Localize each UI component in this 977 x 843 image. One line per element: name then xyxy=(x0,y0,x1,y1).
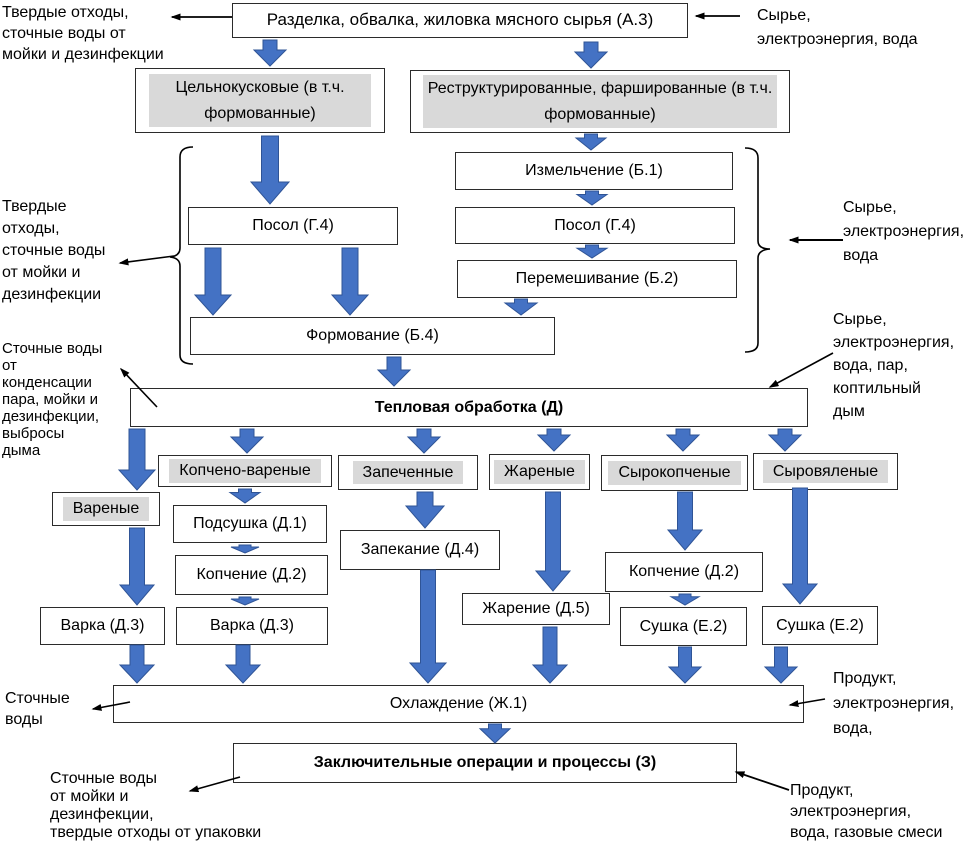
node-teplovaya: Тепловая обработка (Д) xyxy=(130,388,808,427)
node-posol-left-label: Посол (Г.4) xyxy=(252,217,334,235)
node-varka-1-label: Варка (Д.3) xyxy=(60,617,145,635)
node-razdelka: Разделка, обвалка, жиловка мясного сырья… xyxy=(232,3,688,38)
node-sushka-1-label: Сушка (Е.2) xyxy=(639,617,728,635)
node-izmelchenie: Измельчение (Б.1) xyxy=(455,152,733,190)
node-varka-2: Варка (Д.3) xyxy=(176,607,328,645)
node-sushka-1: Сушка (Е.2) xyxy=(620,607,747,646)
node-peremeshivanie: Перемешивание (Б.2) xyxy=(457,260,737,298)
node-varka-1: Варка (Д.3) xyxy=(40,607,165,645)
node-kopchenie-2: Копчение (Д.2) xyxy=(605,552,763,592)
annotation-cool-left-waste: Сточные воды xyxy=(5,690,70,728)
node-zharenye: Жареные xyxy=(489,454,590,490)
node-zharenye-label: Жареные xyxy=(494,460,585,484)
node-zapekanie: Запекание (Д.4) xyxy=(340,530,500,570)
node-varenye-label: Вареные xyxy=(62,497,150,521)
node-restrukturirovannye: Реструктурированные, фаршированные (в т.… xyxy=(410,70,790,133)
node-zharenie: Жарение (Д.5) xyxy=(462,593,610,625)
node-kopchenie-2-label: Копчение (Д.2) xyxy=(628,563,740,581)
node-razdelka-label: Разделка, обвалка, жиловка мясного сырья… xyxy=(266,10,654,30)
node-celnokuskovye: Цельнокусковые (в т.ч. формованные) xyxy=(135,68,385,133)
node-ohlazhdenie: Охлаждение (Ж.1) xyxy=(113,685,804,723)
node-zaklyuchitelnye: Заключительные операции и процессы (З) xyxy=(233,743,737,783)
node-kopchenie-1: Копчение (Д.2) xyxy=(175,555,328,595)
node-kopcheno-varenye-label: Копчено-вареные xyxy=(169,459,321,483)
node-kopcheno-varenye: Копчено-вареные xyxy=(158,455,332,487)
node-ohlazhdenie-label: Охлаждение (Ж.1) xyxy=(389,695,528,713)
node-peremeshivanie-label: Перемешивание (Б.2) xyxy=(515,270,679,288)
node-syrokopchenye: Сырокопченые xyxy=(601,455,748,491)
node-celnokuskovye-label: Цельнокусковые (в т.ч. формованные) xyxy=(149,73,371,128)
node-zapekanie-label: Запекание (Д.4) xyxy=(360,541,480,559)
node-sushka-2: Сушка (Е.2) xyxy=(762,606,878,645)
node-posol-left: Посол (Г.4) xyxy=(188,207,398,245)
node-zharenie-label: Жарение (Д.5) xyxy=(482,600,590,618)
node-podsushka-label: Подсушка (Д.1) xyxy=(193,515,307,533)
annotation-cool-right-input: Продукт, электроэнергия, вода, xyxy=(833,670,955,737)
node-posol-right-label: Посол (Г.4) xyxy=(554,216,636,234)
annotation-final-left-waste: Сточные воды от мойки и дезинфекции, тве… xyxy=(50,770,262,841)
node-syrokopchenye-label: Сырокопченые xyxy=(608,461,741,485)
node-formovanie: Формование (Б.4) xyxy=(190,317,555,355)
node-podsushka: Подсушка (Д.1) xyxy=(173,505,327,543)
annotation-heat-right-input: Сырье, электроэнергия, вода, пар, коптил… xyxy=(833,311,955,420)
node-teplovaya-label: Тепловая обработка (Д) xyxy=(374,398,564,416)
node-sushka-2-label: Сушка (Е.2) xyxy=(776,616,864,634)
node-posol-right: Посол (Г.4) xyxy=(455,207,735,244)
annotation-heat-left-waste: Сточные воды от конденсации пара, мойки … xyxy=(2,340,103,459)
node-syrovyalenye: Сыровяленые xyxy=(753,453,898,490)
annotation-mid-right-input: Сырье, электроэнергия, вода xyxy=(843,199,965,264)
annotation-top-right-input: Сырье, электроэнергия, вода xyxy=(757,7,918,48)
annotation-final-right-input: Продукт, электроэнергия, вода, газовые с… xyxy=(790,782,943,841)
node-varenye: Вареные xyxy=(52,492,160,526)
node-kopchenie-1-label: Копчение (Д.2) xyxy=(196,566,307,584)
node-syrovyalenye-label: Сыровяленые xyxy=(762,459,889,484)
node-izmelchenie-label: Измельчение (Б.1) xyxy=(525,162,663,180)
annotation-top-left-waste: Твердые отходы, сточные воды от мойки и … xyxy=(2,4,164,63)
node-varka-2-label: Варка (Д.3) xyxy=(210,617,294,635)
node-zaklyuchitelnye-label: Заключительные операции и процессы (З) xyxy=(313,754,657,772)
node-formovanie-label: Формование (Б.4) xyxy=(306,327,439,345)
node-restrukturirovannye-label: Реструктурированные, фаршированные (в т.… xyxy=(423,74,777,129)
node-zapechennye-label: Запеченные xyxy=(352,460,464,485)
annotation-mid-left-waste: Твердые отходы, сточные воды от мойки и … xyxy=(2,198,106,303)
node-zapechennye: Запеченные xyxy=(338,455,478,490)
